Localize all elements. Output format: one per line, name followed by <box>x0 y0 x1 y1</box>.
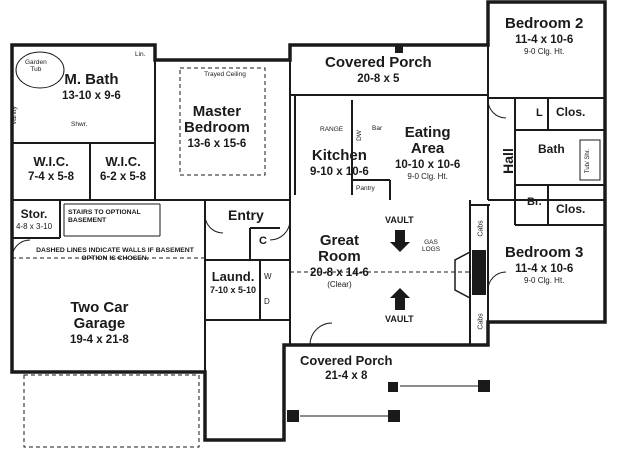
bedroom3-dim: 11-4 x 10-6 <box>515 262 574 275</box>
bedroom3-clg: 9-0 Clg. Ht. <box>523 275 565 285</box>
closet-c-label: C <box>259 235 267 247</box>
great-room-dim: 20-8 x 14-6 <box>310 266 369 279</box>
clos2-label: Clos. <box>556 202 586 216</box>
covered-porch-top: Covered Porch 20-8 x 5 <box>325 55 432 85</box>
bath-label: Bath <box>538 142 565 156</box>
wic2-name: W.I.C. <box>105 154 141 169</box>
master-bedroom-name1: Master <box>192 103 242 120</box>
bar-label: Bar <box>372 125 383 132</box>
master-bedroom-dim: 13-6 x 15-6 <box>187 137 247 150</box>
bedroom2-name: Bedroom 2 <box>505 15 584 32</box>
storage: Stor. 4-8 x 3-10 <box>16 208 52 231</box>
covered-porch-top-dim: 20-8 x 5 <box>357 72 400 85</box>
laundry-name: Laund. <box>211 269 255 284</box>
l-label: L <box>536 107 543 119</box>
dryer-label: D <box>264 297 270 306</box>
covered-porch-bottom-name: Covered Porch <box>300 353 393 368</box>
bedroom2-dim: 11-4 x 10-6 <box>515 33 574 46</box>
wic2: W.I.C. 6-2 x 5-8 <box>100 155 146 183</box>
storage-name: Stor. <box>20 207 48 221</box>
wic1: W.I.C. 7-4 x 5-8 <box>28 155 74 183</box>
kitchen-dim: 9-10 x 10-6 <box>310 165 369 178</box>
covered-porch-bottom-dim: 21-4 x 8 <box>325 369 368 382</box>
master-bedroom: Master Bedroom 13-6 x 15-6 <box>184 104 250 150</box>
covered-porch-bottom: Covered Porch 21-4 x 8 <box>300 354 392 382</box>
garage-name1: Two Car <box>70 299 129 316</box>
dw-label: DW <box>355 130 363 141</box>
kitchen: Kitchen 9-10 x 10-6 <box>310 148 369 178</box>
vanity-label: Vanity <box>10 106 18 125</box>
basement-note: DASHED LINES INDICATE WALLS IF BASEMENT … <box>36 247 194 263</box>
garage: Two Car Garage 19-4 x 21-8 <box>70 300 129 346</box>
master-bath: M. Bath 13-10 x 9-6 <box>62 72 121 102</box>
garden-tub <box>15 51 65 89</box>
kitchen-name: Kitchen <box>311 147 367 164</box>
eating-area-name1: Eating <box>404 124 451 141</box>
br-label: Br. <box>527 196 542 208</box>
great-room-clear: (Clear) <box>327 279 352 289</box>
eating-area-clg: 9-0 Clg. Ht. <box>407 171 448 181</box>
master-bath-name: M. Bath <box>64 71 119 88</box>
stairs-label: STAIRS TO OPTIONAL BASEMENT <box>68 209 141 225</box>
master-bath-dim: 13-10 x 9-6 <box>62 89 121 102</box>
tub-shr-label: Tub/ Shr. <box>585 148 592 174</box>
laundry-dim: 7-10 x 5-10 <box>210 284 257 295</box>
fireplace <box>472 250 486 295</box>
bedroom3-name: Bedroom 3 <box>505 244 584 261</box>
clos1-label: Clos. <box>556 105 586 119</box>
eating-area-dim: 10-10 x 10-6 <box>395 158 461 171</box>
range-label: RANGE <box>320 126 344 133</box>
eating-area: Eating Area 10-10 x 10-6 9-0 Clg. Ht. <box>395 125 460 181</box>
bedroom2-clg: 9-0 Clg. Ht. <box>523 46 565 56</box>
hall-label: Hall <box>499 148 516 174</box>
garage-name2: Garage <box>73 314 126 332</box>
vault1-label: VAULT <box>385 215 414 225</box>
great-room-name1: Great <box>319 232 359 249</box>
shwr-label: Shwr. <box>71 121 88 128</box>
lin-label: Lin. <box>135 51 146 58</box>
wic1-dim: 7-4 x 5-8 <box>28 170 75 183</box>
bedroom3: Bedroom 3 11-4 x 10-6 9-0 Clg. Ht. <box>505 245 583 285</box>
wic2-dim: 6-2 x 5-8 <box>100 170 147 183</box>
garage-dim: 19-4 x 21-8 <box>70 333 129 346</box>
cabs2-label: Cabs <box>477 313 485 330</box>
vault2-label: VAULT <box>385 314 414 324</box>
trayed-ceiling-label: Trayed Ceiling <box>204 71 246 78</box>
washer-label: W <box>264 272 272 281</box>
master-bedroom-name2: Bedroom <box>184 118 250 136</box>
exterior-wall <box>10 0 607 442</box>
laundry: Laund. 7-10 x 5-10 <box>210 270 256 295</box>
covered-porch-top-name: Covered Porch <box>325 54 432 71</box>
entry-label: Entry <box>228 207 264 223</box>
great-room: Great Room 20-8 x 14-6 (Clear) <box>310 233 369 289</box>
pantry-label: Pantry <box>356 185 375 192</box>
great-room-name2: Room <box>318 247 361 265</box>
wic1-name: W.I.C. <box>33 154 69 169</box>
storage-dim: 4-8 x 3-10 <box>16 221 53 231</box>
gas-logs-label: GAS LOGS <box>421 239 441 253</box>
eating-area-name2: Area <box>410 139 445 157</box>
bedroom2: Bedroom 2 11-4 x 10-6 9-0 Clg. Ht. <box>505 16 583 56</box>
cabs1-label: Cabs <box>477 220 485 237</box>
garden-tub-label: Garden Tub <box>25 59 47 73</box>
